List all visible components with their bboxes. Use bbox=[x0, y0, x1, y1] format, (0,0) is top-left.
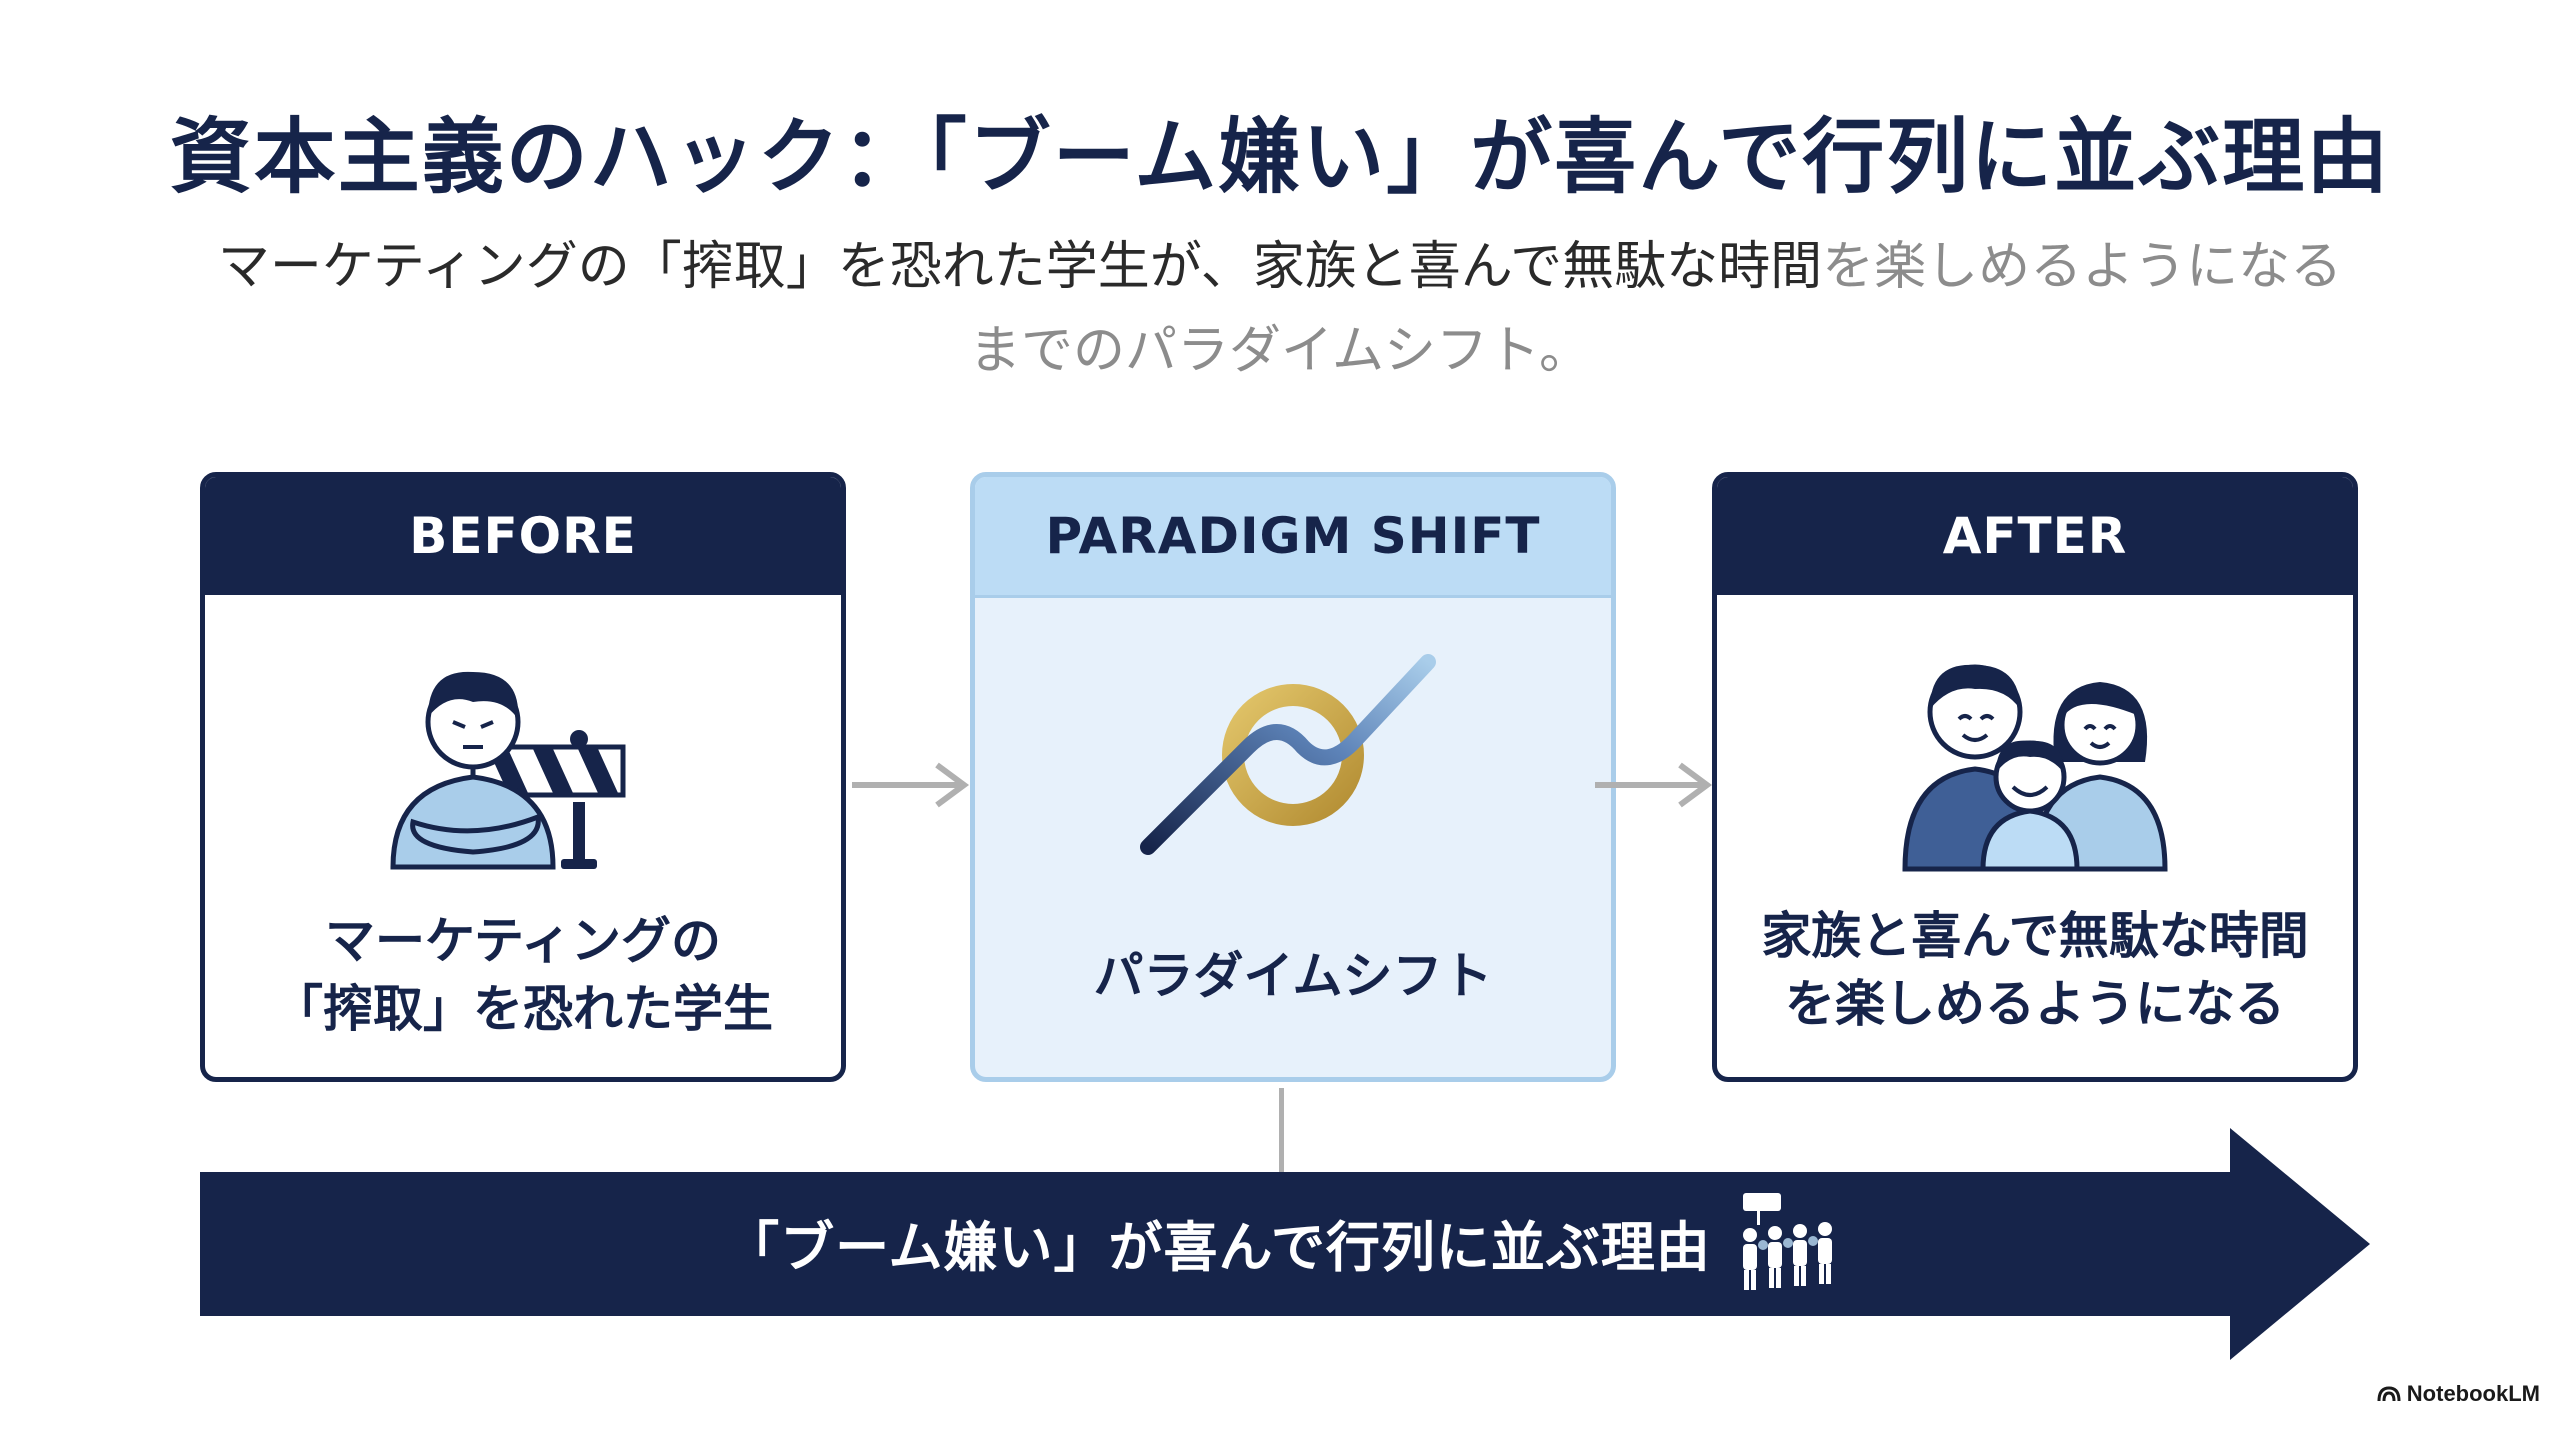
before-header: BEFORE bbox=[205, 477, 841, 595]
paradigm-shift-caption: パラダイムシフト bbox=[1093, 947, 1493, 1005]
subtitle-line1-dark: マーケティングの「搾取」を恐れた学生が、家族と喜んで無駄な時間 bbox=[217, 237, 1823, 297]
watermark-label: NotebookLM bbox=[2406, 1381, 2540, 1406]
after-caption-line2: を楽しめるようになる bbox=[1785, 975, 2285, 1033]
after-caption-line1: 家族と喜んで無駄な時間 bbox=[1761, 907, 2309, 965]
paradigm-shift-panel: PARADIGM SHIFT パラダイムシフト bbox=[970, 472, 1616, 1082]
page-subtitle: マーケティングの「搾取」を恐れた学生が、家族と喜んで無駄な時間を楽しめるようにな… bbox=[130, 225, 2430, 393]
page-title: 資本主義のハック：「ブーム嫌い」が喜んで行列に並ぶ理由 bbox=[169, 110, 2391, 205]
crossed-arms-student-icon bbox=[205, 647, 841, 877]
banner-label: 「ブーム嫌い」が喜んで行列に並ぶ理由 bbox=[725, 1215, 1711, 1279]
after-header: AFTER bbox=[1717, 477, 2353, 595]
arrow-right-icon bbox=[852, 762, 970, 808]
banner-label-container: 「ブーム嫌い」が喜んで行列に並ぶ理由 bbox=[200, 1172, 2370, 1312]
after-panel: AFTER 家族と喜んで無駄な時間 を楽しめるようになる bbox=[1712, 472, 2358, 1082]
queue-of-people-icon bbox=[1742, 1193, 1832, 1290]
banner-arrow bbox=[200, 1128, 2370, 1360]
notebooklm-watermark: NotebookLM bbox=[2377, 1381, 2540, 1407]
happy-family-icon bbox=[1717, 637, 2353, 877]
paradigm-shift-icon bbox=[975, 637, 1611, 867]
before-panel: BEFORE マーケティングの 「搾取」を恐れた学生 bbox=[200, 472, 846, 1082]
after-caption: 家族と喜んで無駄な時間 を楽しめるようになる bbox=[1717, 902, 2353, 1038]
connector-line bbox=[1279, 1088, 1284, 1172]
before-caption: マーケティングの 「搾取」を恐れた学生 bbox=[205, 907, 841, 1043]
notebooklm-logo-icon bbox=[2377, 1386, 2401, 1402]
paradigm-shift-header: PARADIGM SHIFT bbox=[975, 477, 1611, 598]
arrow-right-icon bbox=[1595, 762, 1713, 808]
subtitle-line2: までのパラダイムシフト。 bbox=[969, 321, 1591, 381]
before-caption-line2: 「搾取」を恐れた学生 bbox=[273, 980, 773, 1038]
subtitle-line1-fade: を楽しめるようになる bbox=[1822, 237, 2343, 297]
before-caption-line1: マーケティングの bbox=[325, 912, 721, 970]
